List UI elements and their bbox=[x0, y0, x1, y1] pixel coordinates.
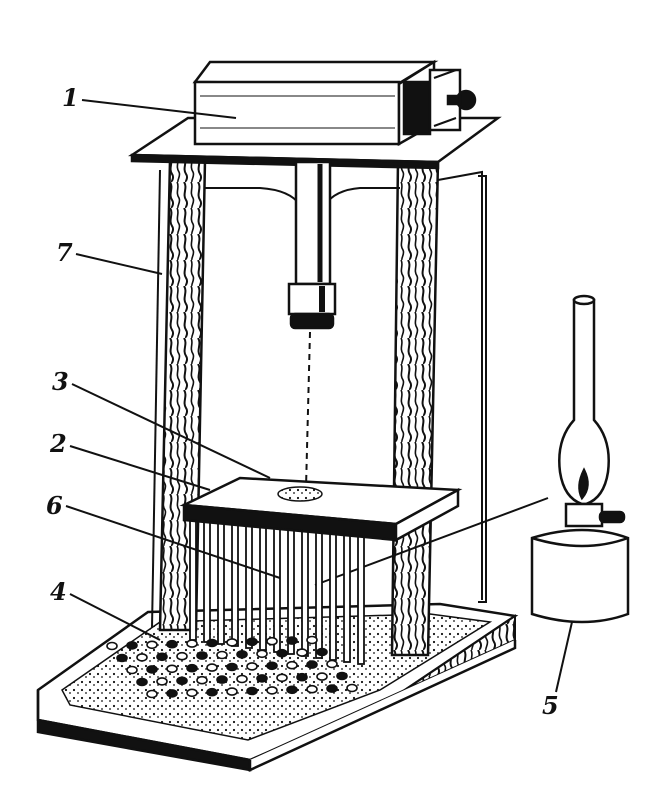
pin bbox=[231, 513, 239, 647]
stud bbox=[316, 647, 328, 657]
leader-3 bbox=[71, 383, 271, 479]
stud bbox=[106, 641, 118, 651]
label-6: 6 bbox=[46, 491, 63, 520]
label-2: 2 bbox=[50, 429, 67, 458]
stud bbox=[266, 636, 278, 646]
pin bbox=[357, 525, 365, 665]
stud bbox=[236, 650, 248, 659]
stud bbox=[226, 687, 238, 696]
stud bbox=[296, 672, 308, 682]
pin bbox=[217, 511, 225, 645]
stud bbox=[206, 687, 218, 697]
stud bbox=[276, 673, 288, 683]
label-4: 4 bbox=[50, 577, 67, 606]
stud bbox=[226, 638, 238, 647]
pin bbox=[189, 509, 197, 641]
camera-box bbox=[192, 59, 477, 147]
stud bbox=[256, 649, 268, 659]
stud bbox=[306, 684, 318, 694]
stud-array bbox=[106, 635, 358, 699]
oil-lamp bbox=[530, 294, 630, 624]
stud bbox=[346, 683, 358, 693]
stud bbox=[266, 686, 278, 695]
stud bbox=[336, 671, 348, 681]
lamp-reservoir bbox=[530, 528, 630, 624]
stud bbox=[146, 640, 158, 650]
right-post bbox=[390, 158, 440, 657]
pin bbox=[273, 517, 281, 653]
stud bbox=[176, 676, 188, 686]
stud bbox=[206, 663, 218, 672]
stud bbox=[306, 635, 318, 645]
pin bbox=[343, 524, 351, 663]
stud bbox=[256, 674, 268, 683]
specimen-spot bbox=[277, 486, 323, 502]
leader-7 bbox=[75, 253, 163, 275]
stud bbox=[126, 665, 138, 675]
stud bbox=[326, 684, 338, 693]
lamp-wire bbox=[314, 497, 549, 586]
stud bbox=[326, 659, 338, 669]
stud bbox=[276, 648, 288, 658]
stud bbox=[226, 662, 238, 672]
stud bbox=[196, 675, 208, 685]
leader-1 bbox=[81, 99, 237, 119]
label-7: 7 bbox=[56, 238, 73, 267]
stud bbox=[206, 638, 218, 648]
stud bbox=[246, 637, 258, 647]
stud bbox=[296, 648, 308, 657]
stud bbox=[196, 651, 208, 660]
stud bbox=[186, 663, 198, 673]
stud bbox=[286, 685, 298, 695]
stud bbox=[246, 662, 258, 671]
stud bbox=[166, 689, 178, 698]
stud bbox=[116, 653, 128, 663]
pin bbox=[287, 518, 295, 655]
stud bbox=[236, 674, 248, 684]
left-post bbox=[158, 158, 207, 632]
stud bbox=[146, 689, 158, 699]
leader-4 bbox=[69, 593, 161, 641]
microscope-tube bbox=[287, 160, 337, 489]
stud bbox=[246, 686, 258, 696]
leader-lines bbox=[65, 99, 573, 693]
stud bbox=[156, 652, 168, 662]
specimen-plate bbox=[179, 476, 463, 543]
stud bbox=[216, 650, 228, 660]
stud bbox=[286, 660, 298, 670]
stud bbox=[286, 636, 298, 645]
pin bbox=[203, 510, 211, 643]
stud bbox=[306, 660, 318, 669]
leader-5 bbox=[555, 621, 573, 693]
stud bbox=[186, 639, 198, 648]
pin bbox=[245, 514, 253, 649]
pin-array bbox=[189, 509, 365, 665]
label-5: 5 bbox=[542, 691, 559, 720]
stud bbox=[136, 653, 148, 662]
stud bbox=[136, 677, 148, 687]
stud bbox=[216, 675, 228, 684]
label-3: 3 bbox=[52, 367, 69, 396]
stud bbox=[146, 665, 158, 674]
leader-6 bbox=[65, 505, 281, 579]
stud bbox=[126, 641, 138, 650]
stud bbox=[166, 639, 178, 649]
stud bbox=[266, 661, 278, 671]
leader-2 bbox=[69, 445, 211, 491]
label-1: 1 bbox=[62, 83, 79, 112]
stud bbox=[166, 664, 178, 674]
light-path bbox=[305, 331, 311, 489]
pin bbox=[301, 520, 309, 657]
stud bbox=[316, 672, 328, 681]
pin bbox=[259, 516, 267, 651]
pin bbox=[329, 523, 337, 661]
stud bbox=[186, 688, 198, 698]
stud bbox=[156, 677, 168, 686]
lamp-flame bbox=[578, 467, 589, 501]
stud bbox=[176, 651, 188, 661]
